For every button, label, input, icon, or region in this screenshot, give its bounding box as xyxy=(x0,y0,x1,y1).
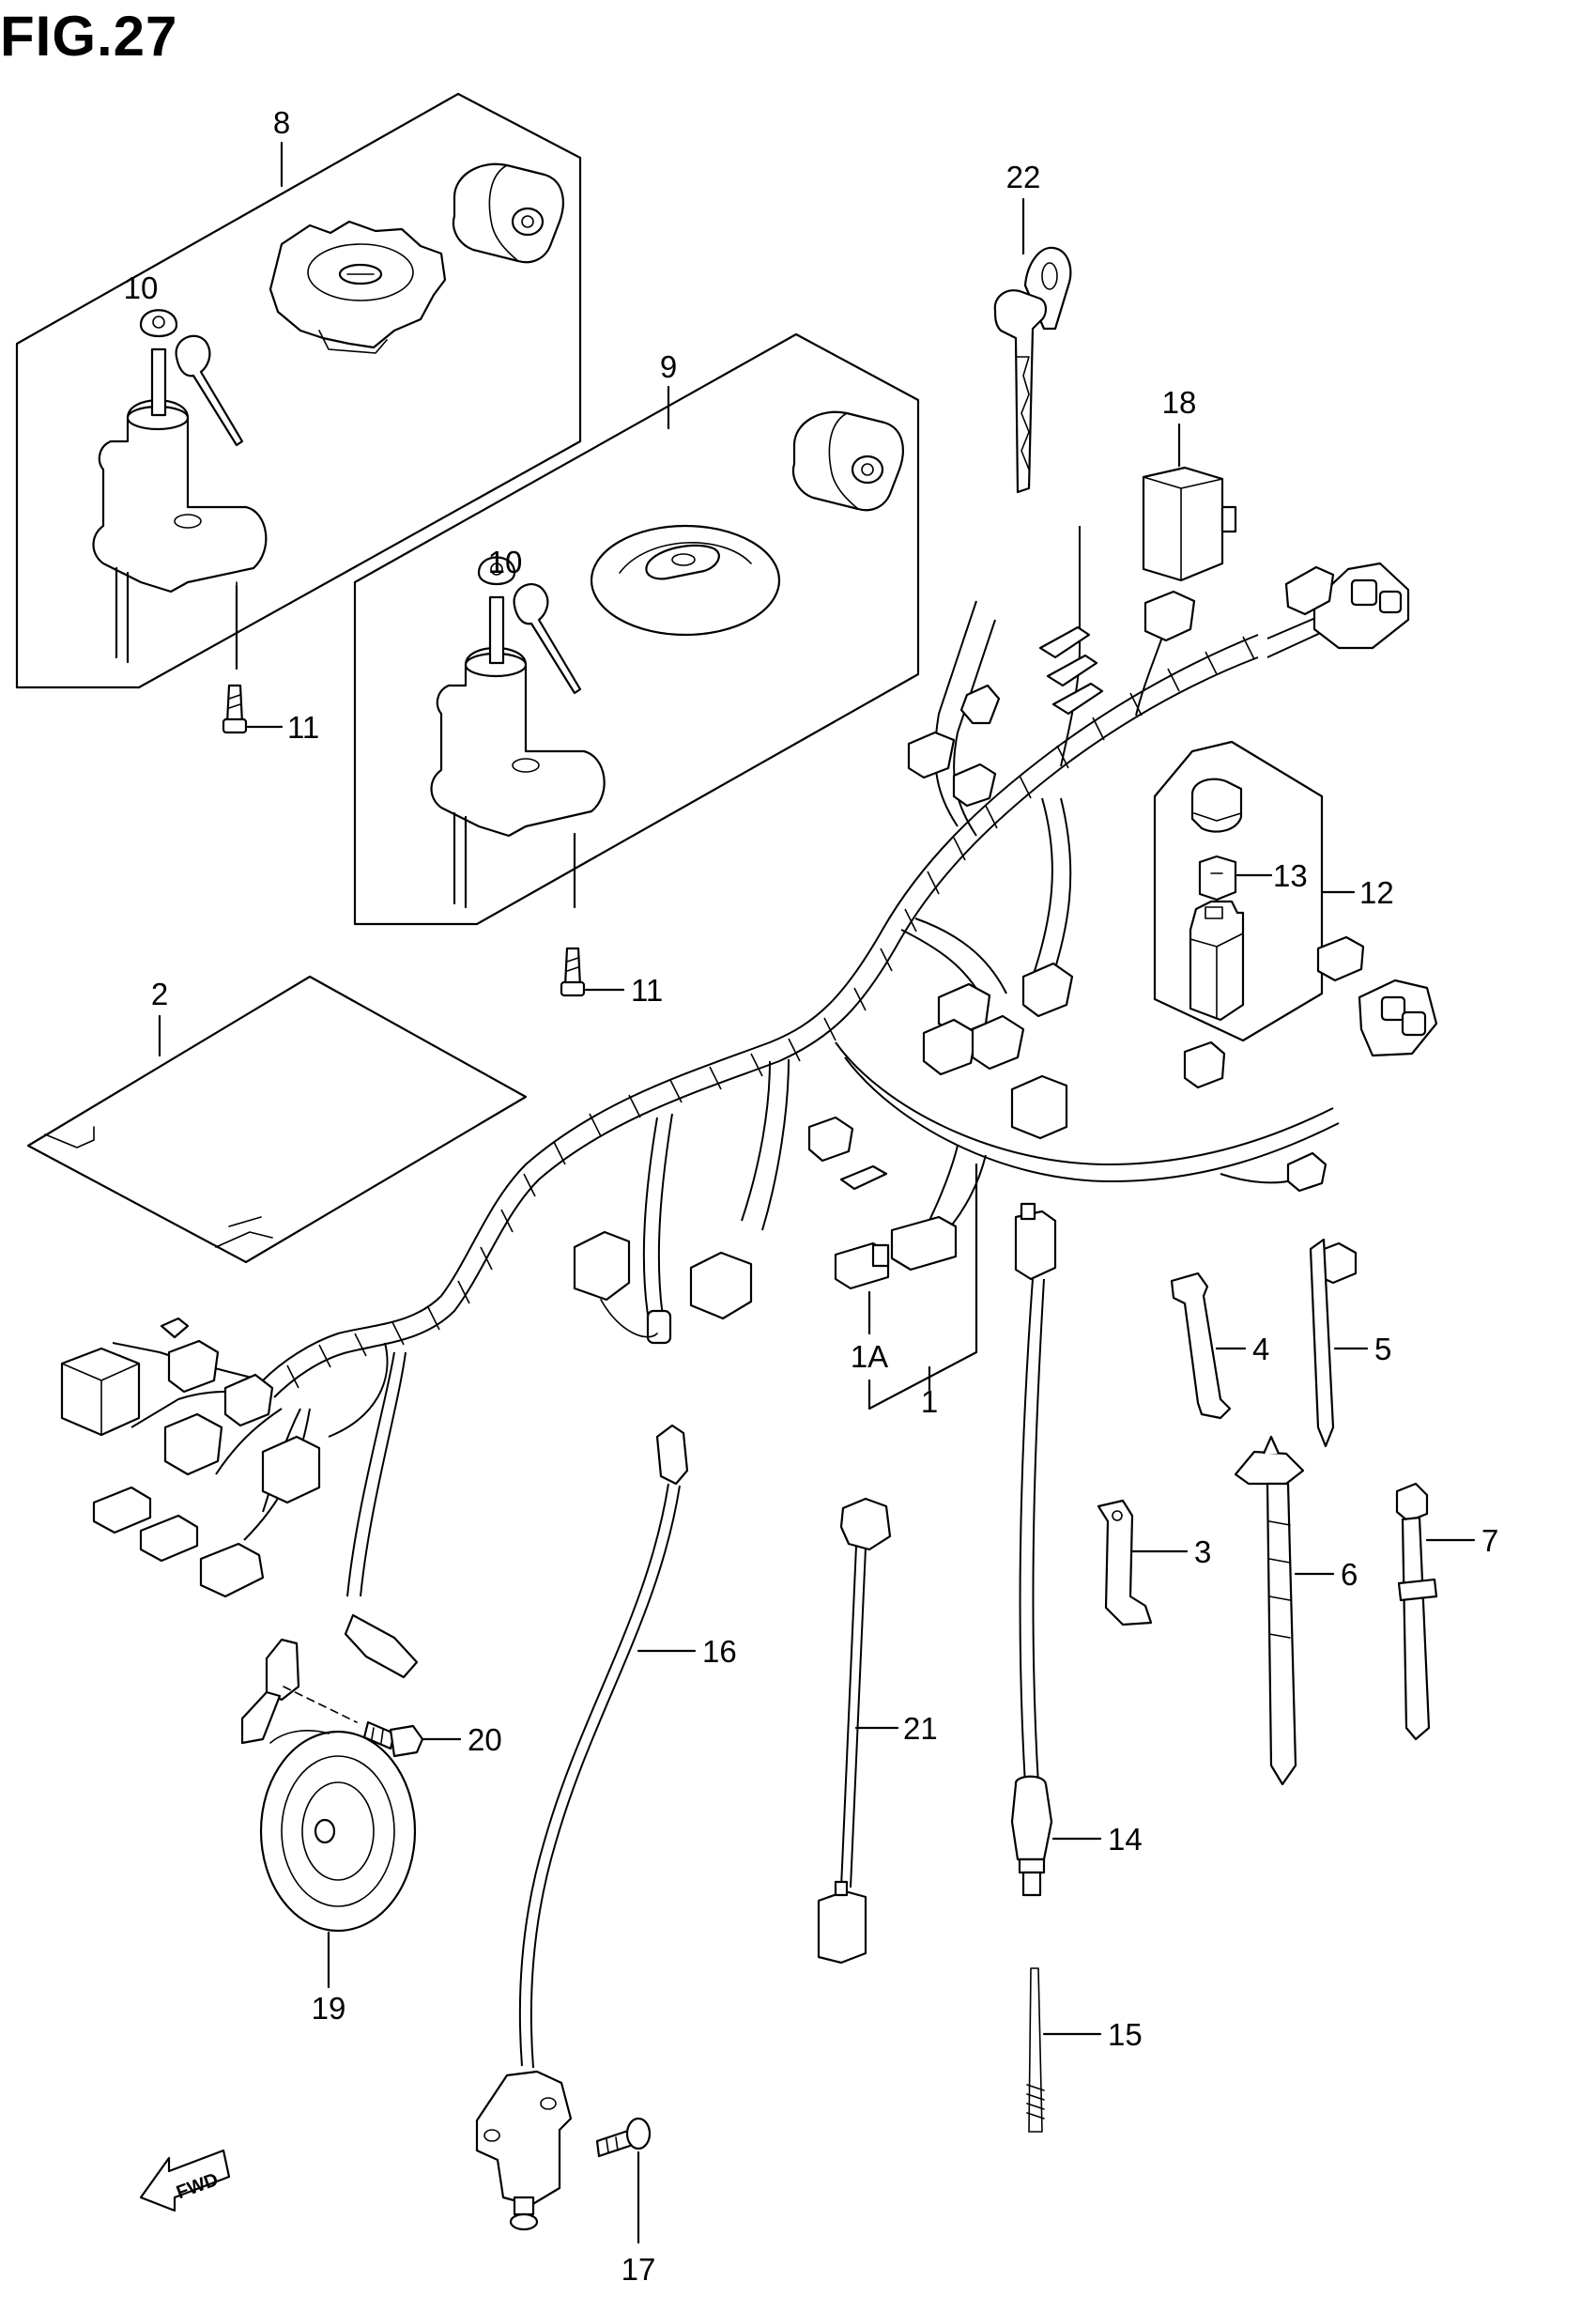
label-11-upper: 11 xyxy=(287,710,319,745)
svg-text:10: 10 xyxy=(488,545,523,579)
part-20-bolt[interactable]: 20 xyxy=(283,1686,502,1758)
part-19-horn[interactable]: 19 xyxy=(240,1638,417,2026)
label-21: 21 xyxy=(903,1711,938,1746)
harness-tape-band xyxy=(589,1113,602,1137)
label-5: 5 xyxy=(1374,1332,1391,1366)
label-10-lower: 10 xyxy=(488,545,523,579)
harness-tape-band xyxy=(553,1141,566,1165)
fwd-direction-badge: FWD xyxy=(139,2149,231,2212)
part-21-sensor-lead[interactable]: 21 xyxy=(817,1497,938,1965)
part-12-fuse-box[interactable]: 12 xyxy=(1153,740,1394,1042)
harness-connector-1a-pair xyxy=(834,1215,958,1290)
part-2-label-sheet[interactable]: 2 xyxy=(26,975,528,1264)
harness-tape-band xyxy=(523,1173,536,1197)
harness-connector-relay-plug xyxy=(1143,590,1196,642)
label-7: 7 xyxy=(1481,1523,1498,1558)
harness-tape-band xyxy=(1205,651,1218,675)
label-16: 16 xyxy=(702,1634,737,1669)
label-17: 17 xyxy=(622,2252,656,2287)
part-8-ignition-lock-set[interactable]: 8 xyxy=(15,92,582,689)
part-18-relay[interactable]: 18 xyxy=(1142,385,1237,582)
part-3-bracket[interactable]: 3 xyxy=(1097,1499,1211,1626)
label-8: 8 xyxy=(273,105,290,140)
label-10-upper: 10 xyxy=(124,270,159,305)
harness-tape-band xyxy=(953,837,966,861)
label-3: 3 xyxy=(1194,1534,1211,1569)
harness-tape-band xyxy=(318,1344,331,1368)
harness-tape-band xyxy=(1129,692,1143,717)
harness-tape-band xyxy=(788,1038,801,1062)
harness-tape-band xyxy=(750,1053,763,1077)
label-19: 19 xyxy=(312,1991,346,2026)
harness-tape-band xyxy=(904,908,917,933)
part-13-fuse[interactable]: 13 xyxy=(1198,855,1308,902)
label-9: 9 xyxy=(660,349,677,384)
label-2: 2 xyxy=(151,977,168,1011)
part-9-lock-set[interactable]: 9 xyxy=(353,332,920,926)
part-4-clamp[interactable]: 4 xyxy=(1170,1272,1269,1420)
harness-tape-band xyxy=(1019,775,1032,799)
harness-tape-band xyxy=(427,1306,440,1331)
label-15: 15 xyxy=(1108,2017,1143,2052)
label-14: 14 xyxy=(1108,1822,1143,1857)
part-22-key[interactable]: 22 xyxy=(993,160,1072,494)
harness-tape-band xyxy=(823,1017,836,1041)
label-4: 4 xyxy=(1252,1332,1269,1366)
label-18: 18 xyxy=(1162,385,1197,420)
label-6: 6 xyxy=(1341,1557,1358,1592)
part-11-screw-lower[interactable]: 11 xyxy=(560,947,663,1008)
label-1a: 1A xyxy=(851,1339,888,1374)
part-11-screw-upper[interactable]: 11 xyxy=(222,684,319,745)
harness-tape-band xyxy=(1092,717,1105,741)
label-22: 22 xyxy=(1006,160,1041,194)
harness-tape-band xyxy=(286,1364,299,1389)
part-6-cable-tie[interactable]: 6 xyxy=(1234,1435,1358,1786)
figure-title: FIG.27 xyxy=(0,5,178,68)
harness-tape-band xyxy=(391,1321,405,1346)
harness-tape-band xyxy=(457,1280,470,1304)
harness-connectors-top-middle xyxy=(907,625,1104,808)
svg-text:10: 10 xyxy=(124,270,159,305)
part-1-wiring-harness[interactable]: 1A 1 xyxy=(60,526,1438,1679)
harness-tape-band xyxy=(500,1209,514,1233)
label-12: 12 xyxy=(1359,875,1394,910)
harness-tape-band xyxy=(985,805,998,829)
part-5-clamp-band[interactable]: 5 xyxy=(1309,1238,1391,1448)
part-17-screw[interactable]: 17 xyxy=(595,2117,656,2287)
harness-connectors-lower-middle xyxy=(573,1230,753,1345)
harness-connectors-left xyxy=(60,1317,419,1679)
harness-connectors-right xyxy=(1183,935,1438,1193)
label-1: 1 xyxy=(921,1384,938,1419)
label-11-lower: 11 xyxy=(631,973,663,1008)
label-20: 20 xyxy=(468,1722,502,1757)
harness-tape-band xyxy=(480,1246,493,1271)
harness-tape-band xyxy=(1167,668,1180,692)
part-7-cable-tie[interactable]: 7 xyxy=(1395,1482,1498,1741)
harness-tape-band xyxy=(709,1066,722,1090)
harness-tape-band xyxy=(1242,636,1255,660)
part-15-sensor-rod[interactable]: 15 xyxy=(1026,1967,1143,2133)
harness-tape-band xyxy=(669,1079,683,1103)
harness-tape-band xyxy=(880,948,893,972)
harness-tape-band xyxy=(853,987,867,1011)
label-13: 13 xyxy=(1273,858,1308,893)
part-14-sensor-switch[interactable]: 14 xyxy=(1010,1202,1143,1897)
harness-tape-band xyxy=(354,1333,367,1357)
part-16-switch-lead[interactable]: 16 xyxy=(475,1424,737,2231)
harness-tape-bands xyxy=(286,636,1255,1389)
harness-tape-band xyxy=(628,1094,641,1118)
harness-connectors-center xyxy=(807,962,1074,1191)
harness-tape-band xyxy=(927,871,940,895)
harness-connector-top-right xyxy=(1284,562,1410,650)
